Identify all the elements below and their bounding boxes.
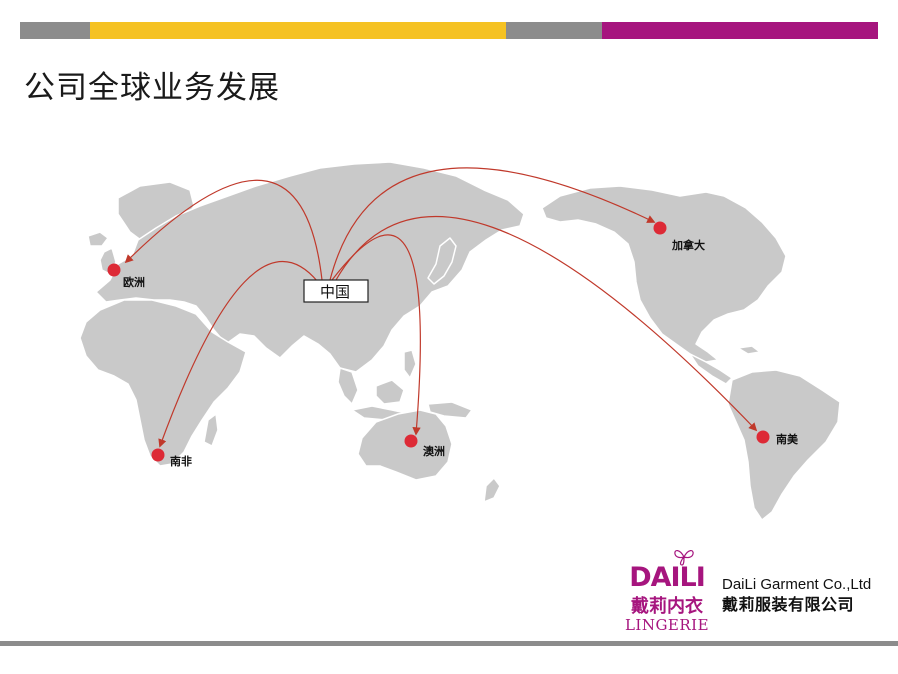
- landmasses: [79, 161, 841, 521]
- company-name-en: DaiLi Garment Co.,Ltd: [722, 576, 872, 593]
- logo-cn-text: 戴莉内衣: [631, 596, 703, 617]
- route-to-south-america: [335, 215, 758, 432]
- australia-land: [357, 409, 453, 481]
- route-to-australia: [331, 234, 421, 436]
- top-bar-magenta: [602, 22, 878, 39]
- company-name: DaiLi Garment Co.,Ltd 戴莉服装有限公司: [722, 576, 871, 616]
- route-to-europe: [124, 179, 323, 281]
- dest-label-canada: 加拿大: [671, 238, 705, 252]
- logo-brand-text: DAILI: [629, 562, 706, 593]
- madagascar-land: [203, 413, 219, 447]
- south-america-land: [727, 369, 841, 521]
- route-to-canada: [329, 167, 656, 281]
- dest-label-south-america: 南美: [776, 432, 799, 446]
- top-bar-yellow: [90, 22, 506, 39]
- dest-label-south-africa: 南非: [170, 454, 192, 468]
- iceland-land: [87, 231, 109, 247]
- page-title: 公司全球业务发展: [24, 70, 280, 106]
- logo-en-text: LINGERIE: [624, 616, 710, 634]
- brand-logo: DAILI 戴莉内衣 LINGERIE: [624, 548, 714, 638]
- dest-label-australia: 澳洲: [423, 444, 445, 458]
- se-asia-land: [337, 367, 359, 405]
- north-america-land: [541, 185, 787, 363]
- dest-dot-south-africa: [151, 448, 165, 462]
- origin-marker: 中国: [303, 279, 369, 303]
- company-name-cn: 戴莉服装有限公司: [722, 595, 855, 614]
- butterfly-icon: [674, 550, 694, 566]
- central-america-land: [689, 353, 733, 385]
- route-to-south-africa: [158, 261, 319, 448]
- dest-dot-europe: [107, 263, 121, 277]
- japan-land: [427, 237, 457, 285]
- philippines-land: [403, 349, 417, 379]
- eurasia-land: [95, 161, 525, 373]
- top-bar-gray-mid: [506, 22, 602, 39]
- borneo-land: [375, 379, 405, 405]
- dest-dot-australia: [404, 434, 418, 448]
- trade-routes: [124, 167, 758, 448]
- dest-label-europe: 欧洲: [123, 275, 145, 289]
- dest-dot-canada: [653, 221, 667, 235]
- destination-markers: 欧洲 南非 澳洲 加拿大 南美: [107, 221, 799, 468]
- top-bar-gray-left: [20, 22, 90, 39]
- dest-dot-south-america: [756, 430, 770, 444]
- bottom-gray-bar: [0, 641, 898, 646]
- origin-box: [303, 279, 369, 303]
- origin-label: 中国: [320, 283, 350, 301]
- caribbean-land: [737, 345, 761, 355]
- new-zealand-land: [483, 477, 501, 503]
- top-color-bar: [20, 22, 878, 39]
